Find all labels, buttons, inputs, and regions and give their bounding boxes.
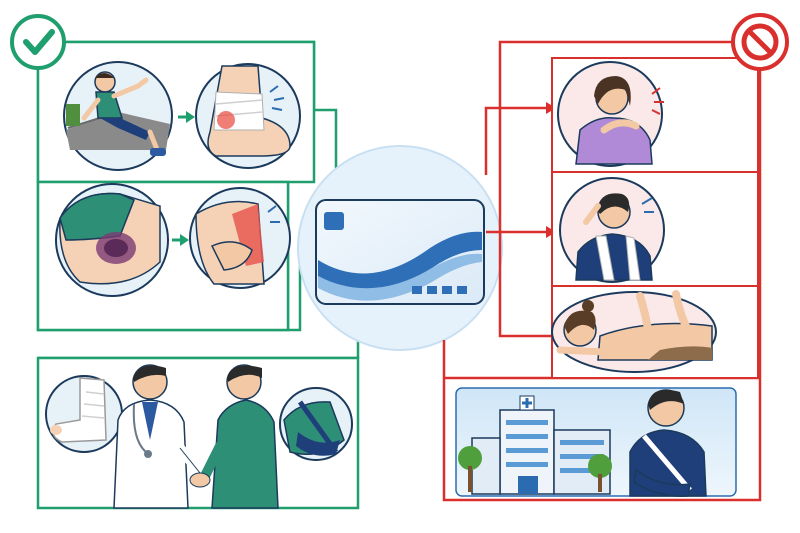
sprain-panel — [36, 40, 316, 184]
arrow-head-icon — [186, 111, 195, 123]
shoulder-pain-panel — [551, 57, 759, 173]
prohibition-icon — [731, 13, 789, 71]
swollen-forearm-image — [189, 187, 291, 289]
bandaged-ankle-image — [195, 63, 301, 169]
check-mark-icon — [10, 14, 66, 70]
tree-icon — [458, 446, 612, 492]
fatigue-panel — [551, 171, 759, 287]
arm-sling-image — [279, 387, 353, 461]
hospital-visit-panel — [455, 387, 737, 497]
doctor-consultation-panel — [36, 330, 360, 510]
massage-panel — [551, 285, 759, 379]
man-in-sling-figure — [629, 389, 707, 497]
arrow-head-icon — [180, 234, 189, 246]
casted-leg-image — [45, 375, 123, 453]
bruise-panel — [36, 180, 291, 332]
insurance-card-icon — [297, 145, 503, 351]
person-falling-image — [63, 61, 173, 171]
patient-figure — [189, 364, 279, 509]
bruised-arm-image — [55, 183, 169, 297]
